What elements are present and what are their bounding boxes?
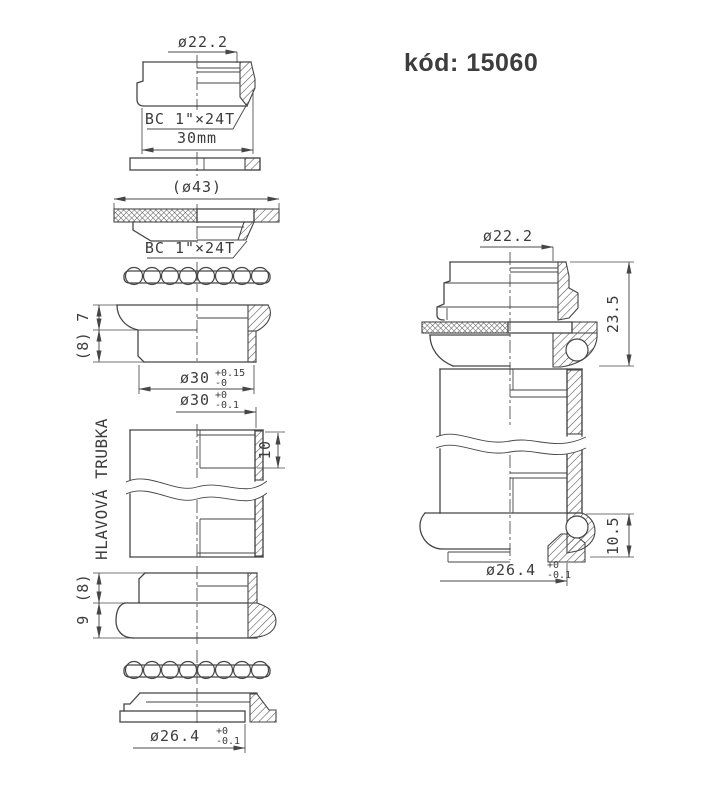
head-tube-bore-label: ø30 [180, 391, 210, 409]
lower-cup-part [115, 572, 277, 639]
adjusting-cup-flange-hatch [253, 208, 280, 223]
head-tube-bore-tol-plus: +0 [215, 390, 227, 401]
upper-cup-height-lower-label: (8) [74, 332, 92, 361]
dim-upper-cup-heights: 7 (8) [74, 304, 144, 363]
upper-cup-bore-tol-minus: -0 [215, 378, 227, 389]
lower-cup-height-upper-label: (8) [74, 574, 92, 603]
assembled-head-tube [435, 368, 587, 514]
head-tube-wall-hatch-lower [254, 493, 264, 557]
dim-lower-stack-height: 10.5 [586, 513, 634, 558]
lower-cup-wall-hatch [247, 572, 258, 604]
head-tube-label: HLAVOVÁ TRUBKA [92, 418, 111, 560]
dim-assembled-top-diameter: ø22.2 [480, 227, 554, 261]
assembled-locknut [436, 261, 579, 321]
dim-head-tube-bore: ø30 +0 -0.1 [176, 390, 257, 428]
dim-upper-cup-bore: ø30 +0.15 -0 [138, 365, 255, 394]
washer-section-hatch [244, 157, 261, 171]
assembled-view: kód: 15060 ø22.2 [404, 49, 634, 586]
washer-od-label: (ø43) [172, 178, 222, 196]
lower-cup-height-lower-label: 9 [74, 615, 92, 625]
crown-race-tol-plus: +0 [216, 726, 228, 737]
crown-race-diameter-label: ø26.4 [150, 727, 200, 745]
break-line-upper [125, 478, 268, 490]
dim-upper-stack-height: 23.5 [570, 261, 634, 367]
lower-bearing-ball [565, 515, 589, 539]
dim-counterbore-depth: 10 [256, 431, 285, 469]
counterbore-depth-label: 10 [256, 440, 274, 459]
locknut-thread-label: BC 1"×24T [145, 110, 235, 128]
locknut-diameter-label: ø22.2 [178, 33, 228, 51]
adjusting-cup-section-hatch [237, 221, 255, 241]
dim-locknut-diameter: ø22.2 [168, 33, 238, 63]
dim-lower-cup-heights: (8) 9 [74, 572, 145, 639]
adjusting-cup-part [113, 208, 280, 242]
locknut-width-label: 30mm [177, 129, 217, 147]
crown-race-section-hatch [249, 693, 277, 723]
head-tube-part: HLAVOVÁ TRUBKA [92, 418, 268, 560]
dim-crown-race-diameter: ø26.4 +0 -0.1 [133, 724, 246, 753]
keyed-washer-part [129, 157, 261, 171]
dim-washer-od: (ø43) [113, 178, 280, 210]
upper-cup-lip-hatch [247, 304, 271, 332]
upper-cup-part [116, 304, 271, 363]
assembled-washer [421, 321, 598, 334]
upper-bearing-ball [565, 338, 589, 362]
assembled-crown-diameter-label: ø26.4 [486, 561, 536, 579]
assembled-top-diameter-label: ø22.2 [483, 227, 533, 245]
upper-ball-retainer [123, 266, 271, 286]
exploded-view: ø22.2 BC 1"×24T 30mm (ø43) [74, 33, 285, 753]
lower-cup-lip-hatch [247, 602, 277, 639]
locknut-part [136, 61, 256, 108]
assembled-crown-tol-plus: +0 [547, 560, 559, 571]
assembled-break-line-lower [435, 444, 587, 455]
assembled-tube-hatch-lower [566, 449, 583, 514]
assembled-tube-hatch-upper [566, 369, 583, 435]
assembled-break-line-upper [435, 433, 587, 444]
upper-stack-height-label: 23.5 [604, 295, 622, 333]
lower-ball-retainer [123, 660, 271, 680]
adjusting-cup-thread-callout: BC 1"×24T [145, 239, 248, 259]
crown-race-tol-minus: -0.1 [216, 736, 240, 747]
knurl-band [113, 208, 198, 223]
locknut-thread-callout: BC 1"×24T [145, 103, 248, 130]
assembled-crown-tol-minus: -0.1 [547, 570, 571, 581]
locknut-section-hatch [239, 61, 256, 108]
assembled-locknut-hatch [557, 261, 579, 321]
break-line-lower [125, 490, 268, 502]
assembled-lower-cup [419, 512, 596, 563]
assembled-adjusting-cup [429, 332, 598, 368]
dim-locknut-width: 30mm [141, 90, 254, 154]
assembled-washer-knurl [421, 321, 509, 334]
upper-cup-height-upper-label: 7 [74, 312, 92, 322]
adjusting-cup-thread-label: BC 1"×24T [145, 239, 235, 257]
product-code: kód: 15060 [404, 49, 538, 77]
upper-cup-bore-label: ø30 [180, 369, 210, 387]
upper-cup-bore-tol-plus: +0.15 [215, 368, 245, 379]
head-tube-bore-tol-minus: -0.1 [215, 400, 239, 411]
assembled-washer-hatch [571, 321, 598, 334]
upper-cup-wall-hatch [247, 330, 257, 363]
crown-race-part [119, 692, 277, 723]
lower-stack-height-label: 10.5 [604, 517, 622, 555]
centerlines [196, 55, 511, 724]
dim-assembled-crown-diameter: ø26.4 +0 -0.1 [440, 560, 571, 586]
